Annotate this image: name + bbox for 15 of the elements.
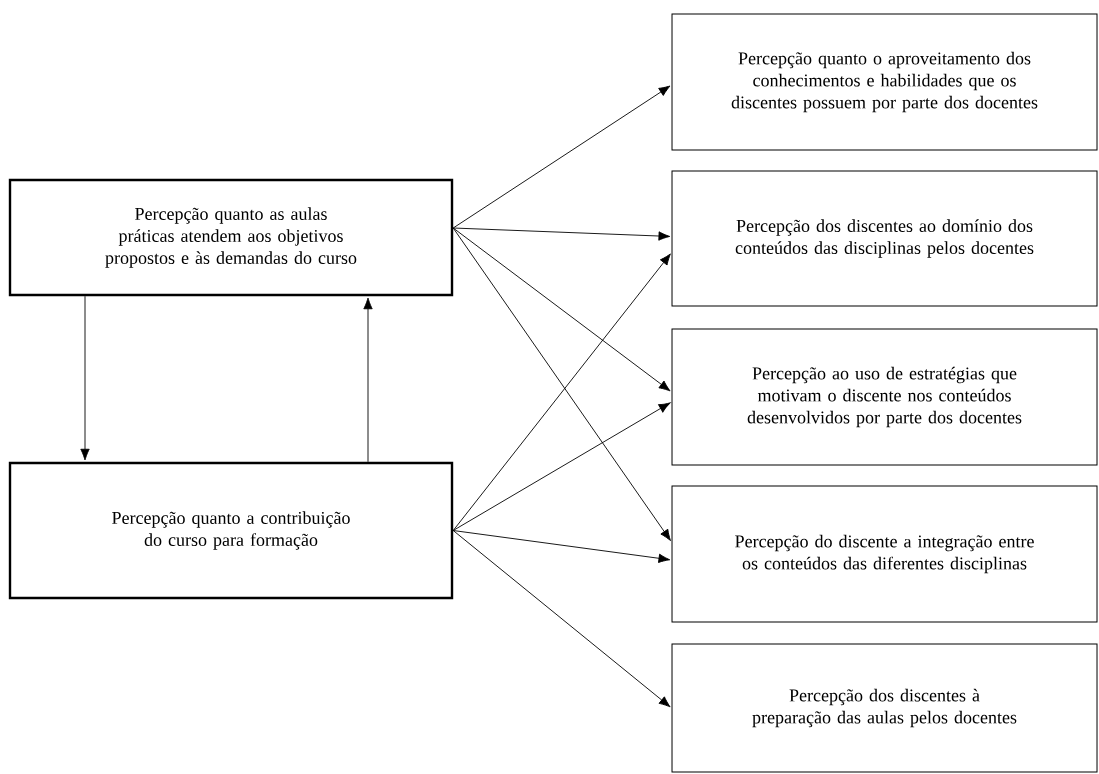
arrow	[452, 227, 671, 392]
text-box: Percepção ao uso de estratégias que motivam o discente nos conteúdos desenvolvidos por parte dos docentes	[671, 328, 1098, 466]
text-box: Percepção dos discentes ao domínio dos conteúdos das disciplinas pelos docentes	[671, 170, 1098, 307]
arrow	[452, 530, 671, 563]
arrow	[80, 295, 90, 461]
arrow	[452, 402, 671, 531]
arrow	[363, 297, 373, 463]
text-box: Percepção dos discentes à preparação das aulas pelos docentes	[671, 643, 1098, 773]
text-box: Percepção do discente a integração entre os conteúdos das diferentes disciplinas	[671, 485, 1098, 623]
text-box: Percepção quanto as aulas práticas atendem aos objetivos propostos e às demandas do curso	[8, 178, 454, 297]
arrow	[452, 530, 671, 708]
text-box: Percepção quanto o aproveitamento dos conhecimentos e habilidades que os discentes possuem por parte dos docentes	[671, 13, 1098, 151]
arrow	[452, 85, 671, 229]
text-box: Percepção quanto a contribuição do curso para formação	[8, 461, 454, 600]
arrow	[452, 227, 671, 241]
